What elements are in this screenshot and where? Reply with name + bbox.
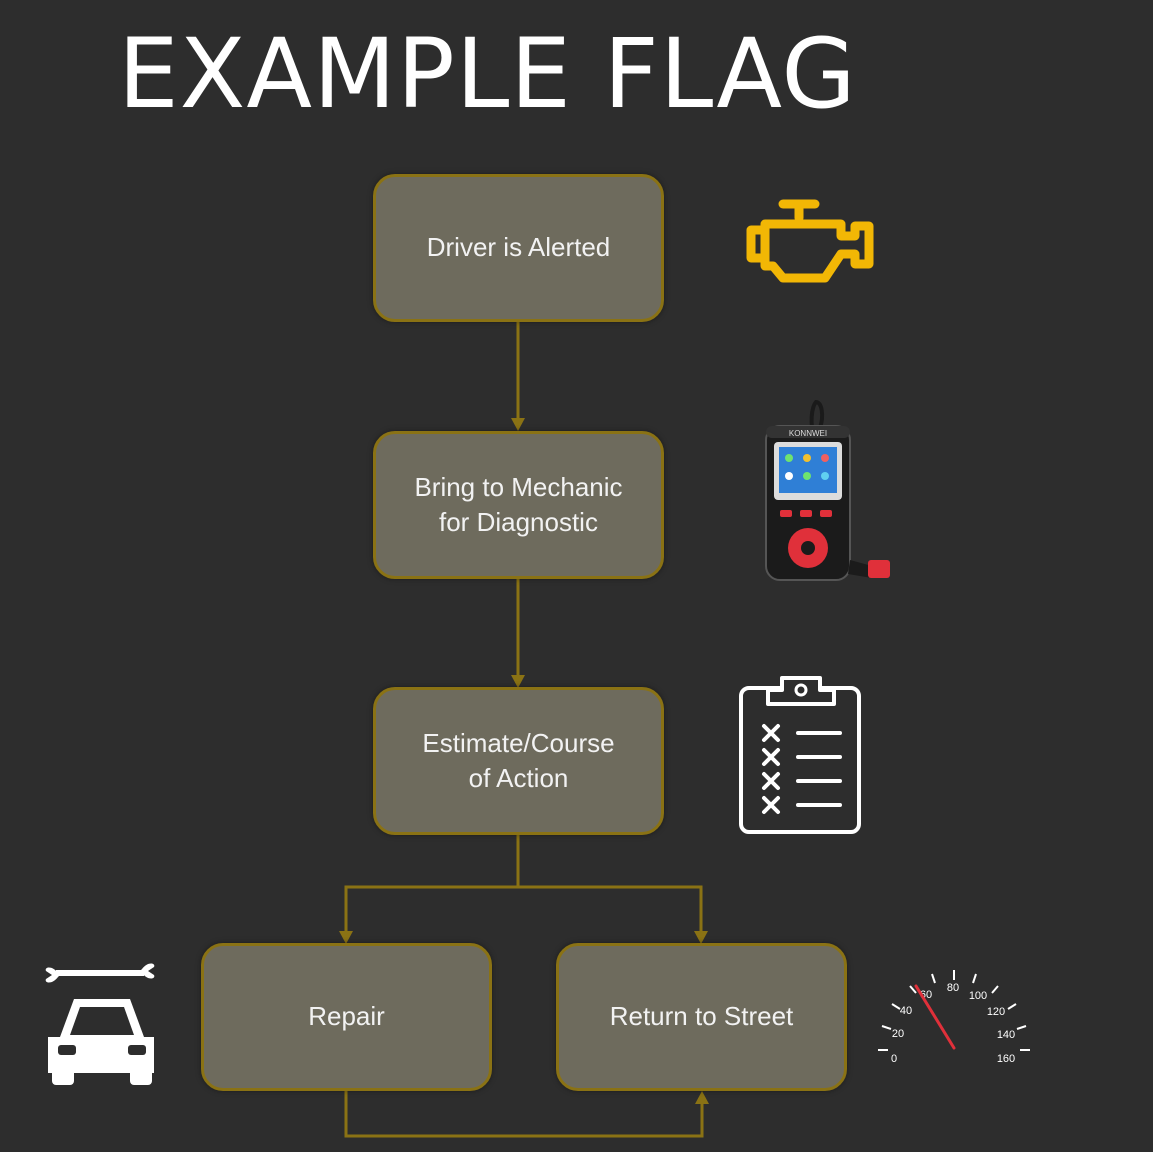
arrowhead xyxy=(511,675,525,688)
arrowhead xyxy=(694,931,708,944)
arrowhead xyxy=(695,1091,709,1104)
node-return-to-street: Return to Street xyxy=(556,943,847,1091)
speed-tick-label: 0 xyxy=(891,1053,897,1065)
arrowhead xyxy=(511,418,525,431)
car-repair-icon xyxy=(45,963,155,1085)
node-bring-to-mechanic: Bring to Mechanic for Diagnostic xyxy=(373,431,664,579)
speed-tick-label: 100 xyxy=(969,990,987,1002)
speed-tick-label: 80 xyxy=(947,982,959,994)
clipboard-checklist-icon xyxy=(739,676,861,834)
node-driver-alerted: Driver is Alerted xyxy=(373,174,664,322)
speed-tick-label: 40 xyxy=(900,1005,912,1017)
speed-tick-label: 120 xyxy=(987,1006,1005,1018)
check-engine-icon xyxy=(746,199,874,283)
obd-scanner-icon: KONNWEI xyxy=(765,399,890,581)
connector-repair-to-return xyxy=(344,1090,704,1138)
connector-estimate-to-repair xyxy=(344,834,520,938)
speed-tick-label: 160 xyxy=(997,1053,1015,1065)
scanner-brand-label: KONNWEI xyxy=(789,429,827,438)
speed-tick-label: 140 xyxy=(997,1029,1015,1041)
speed-tick-label: 20 xyxy=(892,1028,904,1040)
speedometer-icon: 0 20 40 60 80 100 120 140 160 xyxy=(878,970,1030,1065)
page-title: EXAMPLE FLAG xyxy=(118,18,857,130)
node-estimate-course-of-action: Estimate/Course of Action xyxy=(373,687,664,835)
node-repair: Repair xyxy=(201,943,492,1091)
speedometer-needle xyxy=(914,984,956,1050)
connector-estimate-to-return xyxy=(518,885,703,938)
arrowhead xyxy=(339,931,353,944)
